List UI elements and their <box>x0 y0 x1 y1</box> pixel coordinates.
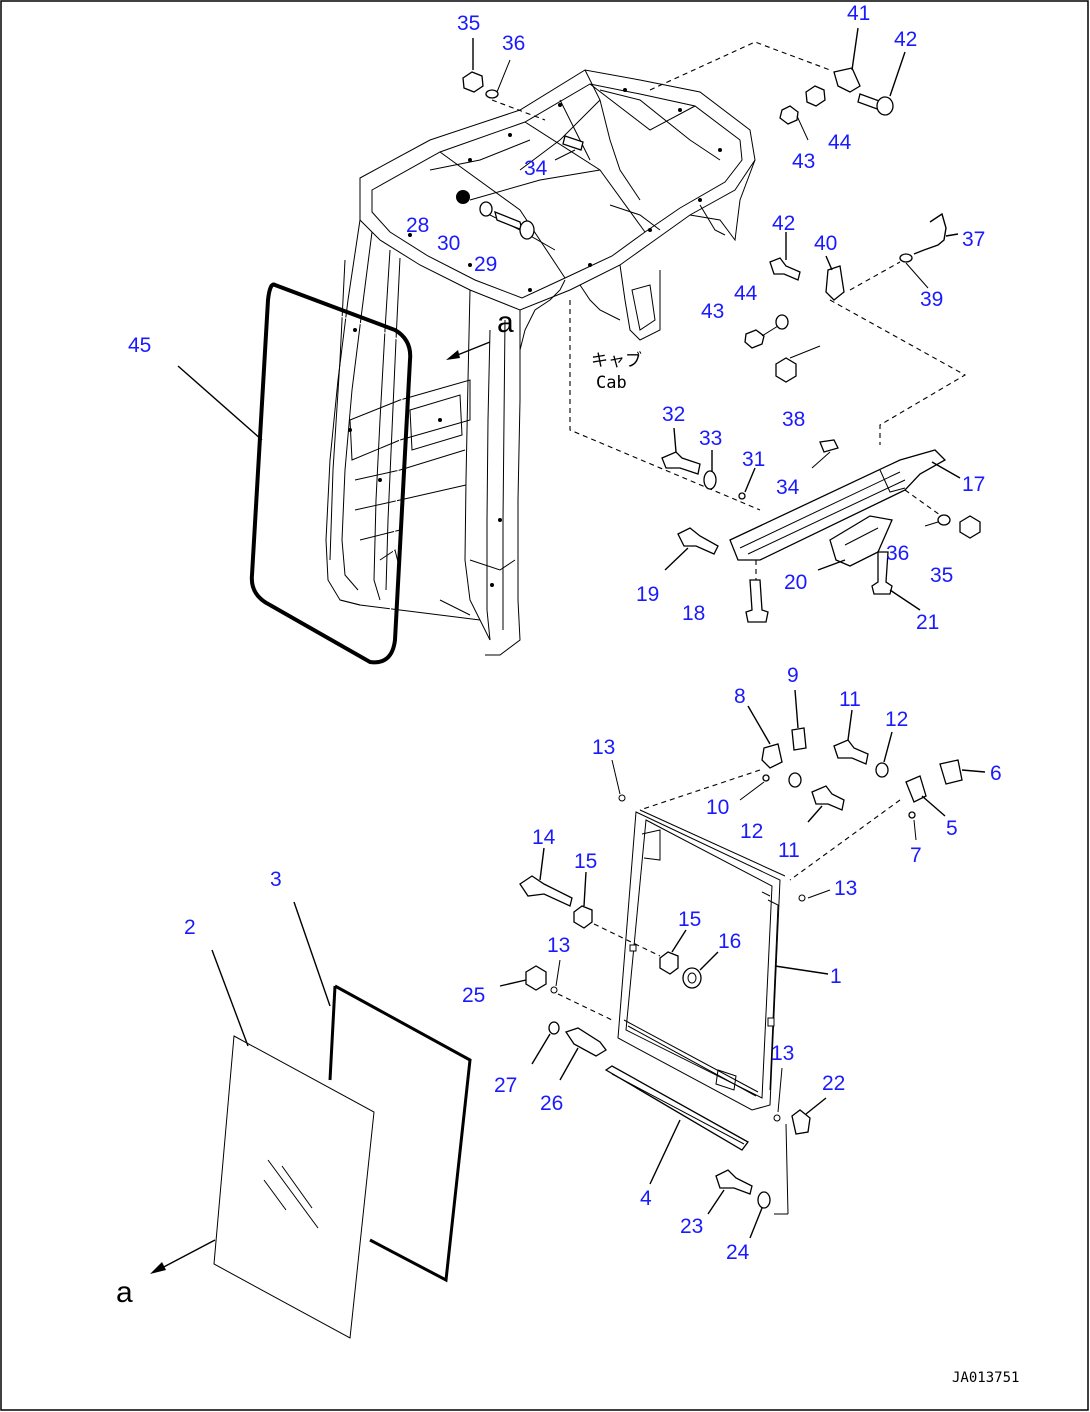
callout-labels: 35 36 41 42 44 43 34 28 30 29 42 40 37 4… <box>128 2 1002 1264</box>
callout-4: 4 <box>640 1187 652 1210</box>
callout-20: 20 <box>784 571 807 594</box>
callout-29: 29 <box>474 253 497 276</box>
callout-39: 39 <box>920 288 943 311</box>
callout-13: 13 <box>592 736 615 759</box>
callout-12b: 12 <box>740 820 763 843</box>
cab-frame <box>325 69 756 656</box>
callout-34: 34 <box>524 157 548 180</box>
callout-12: 12 <box>885 708 908 731</box>
callout-33: 33 <box>699 427 722 450</box>
callout-16: 16 <box>718 930 741 953</box>
drawing-code: JA013751 <box>952 1370 1019 1386</box>
callout-30: 30 <box>437 232 460 255</box>
callout-25: 25 <box>462 984 485 1007</box>
callout-1: 1 <box>830 965 842 988</box>
callout-8: 8 <box>734 685 746 708</box>
callout-35: 35 <box>457 12 480 35</box>
callout-45: 45 <box>128 334 151 357</box>
callout-10: 10 <box>706 796 729 819</box>
door-rail-assembly <box>661 427 981 623</box>
door-bracket-leader-dashed <box>829 299 967 445</box>
top-hardware <box>456 38 584 240</box>
door-hardware <box>499 689 986 1239</box>
callout-22: 22 <box>822 1072 845 1095</box>
callout-11: 11 <box>839 688 861 711</box>
callout-26: 26 <box>540 1092 563 1115</box>
cab-label-jp: キャブ <box>591 350 642 371</box>
callout-36b: 36 <box>886 542 909 565</box>
callout-3: 3 <box>270 868 282 891</box>
callout-42b: 42 <box>772 212 795 235</box>
callout-13b: 13 <box>834 877 857 900</box>
callout-5: 5 <box>946 817 958 840</box>
callout-43b: 43 <box>701 300 724 323</box>
callout-44: 44 <box>828 131 852 154</box>
callout-13d: 13 <box>771 1042 794 1065</box>
callout-36: 36 <box>502 32 525 55</box>
callout-23: 23 <box>680 1215 703 1238</box>
callout-41: 41 <box>847 2 870 25</box>
callout-11b: 11 <box>778 839 800 862</box>
callout-32: 32 <box>662 403 685 426</box>
callout-18: 18 <box>682 602 705 625</box>
window-seal-45 <box>249 282 413 665</box>
arrow-a-top-head <box>446 350 460 360</box>
callout-43: 43 <box>792 150 815 173</box>
callout-6: 6 <box>990 762 1002 785</box>
callout-24: 24 <box>726 1241 750 1264</box>
callout-14: 14 <box>532 826 556 849</box>
roof-leader-dashed <box>649 41 831 91</box>
leader-45 <box>177 365 263 441</box>
callout-27: 27 <box>494 1074 517 1097</box>
callout-37: 37 <box>962 228 985 251</box>
callout-15: 15 <box>574 850 597 873</box>
view-letter-a-bottom: a <box>116 1276 133 1309</box>
callout-34b: 34 <box>776 476 800 499</box>
cab-leader-dashed <box>569 300 761 511</box>
callout-17: 17 <box>962 473 985 496</box>
callout-38: 38 <box>782 408 805 431</box>
callout-31: 31 <box>742 448 765 471</box>
callout-9: 9 <box>787 664 799 687</box>
callout-35b: 35 <box>930 564 953 587</box>
callout-19: 19 <box>636 583 659 606</box>
callout-13c: 13 <box>547 934 570 957</box>
callout-15b: 15 <box>678 908 701 931</box>
callout-7: 7 <box>910 844 922 867</box>
callout-2: 2 <box>184 916 196 939</box>
callout-44b: 44 <box>734 282 758 305</box>
callout-21: 21 <box>916 611 939 634</box>
callout-40: 40 <box>814 232 837 255</box>
view-letter-a-top: a <box>497 306 514 339</box>
door-frame-1 <box>617 809 829 1111</box>
callout-28: 28 <box>406 214 429 237</box>
upper-right-hardware <box>744 27 959 383</box>
callout-42: 42 <box>894 28 917 51</box>
glass-panes <box>150 901 472 1339</box>
cab-label-en: Cab <box>596 373 627 393</box>
